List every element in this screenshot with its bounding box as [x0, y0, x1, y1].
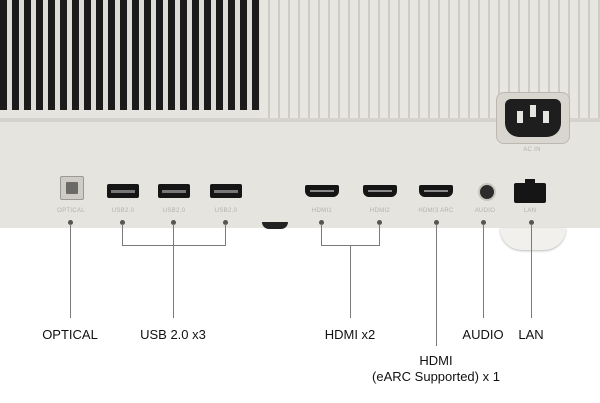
lan-port	[514, 179, 546, 203]
hdmi-callout: HDMI x2	[324, 327, 376, 342]
hdmi-leader-stem	[350, 245, 351, 318]
lan-leader-dot	[529, 220, 534, 225]
usb-leader-drop-2	[173, 224, 174, 246]
usb-port-1	[107, 184, 139, 198]
usb-port-3	[210, 184, 242, 198]
hdmi-port-1	[305, 185, 339, 197]
optical-leader-line	[70, 224, 71, 318]
hdmi-earc-callout-line1: HDMI	[419, 353, 453, 368]
ac-pin-center	[530, 105, 536, 117]
optical-port	[60, 176, 84, 200]
usb-callout: USB 2.0 x3	[140, 327, 206, 342]
lan-port-clip	[525, 179, 535, 184]
usb-leader-drop-1	[122, 224, 123, 246]
hdmi-port-2	[363, 185, 397, 197]
audio-leader-line	[483, 224, 484, 318]
usb-panel-label-1: USB2.0	[111, 208, 135, 214]
ac-pin-left	[517, 111, 523, 123]
hdmi-leader-drop-2	[379, 224, 380, 246]
hdmi-leader-drop-1	[321, 224, 322, 246]
panel-foot-dark	[262, 222, 288, 229]
optical-callout: OPTICAL	[42, 327, 98, 342]
optical-leader-dot	[68, 220, 73, 225]
lan-leader-line	[531, 224, 532, 318]
ac-socket-inner	[505, 99, 561, 137]
hdmi-panel-label-2: HDMI2	[369, 208, 391, 214]
projector-foot	[500, 228, 566, 250]
hdmi-panel-label-1: HDMI1	[311, 208, 333, 214]
vent-grille-dark	[0, 0, 260, 110]
usb-leader-stem	[173, 245, 174, 318]
ac-power-socket	[496, 92, 570, 144]
usb-panel-label-3: USB2.0	[214, 208, 238, 214]
ac-in-label: AC IN	[523, 147, 541, 153]
hdmi-port-3	[419, 185, 453, 197]
usb-leader-dot-1	[120, 220, 125, 225]
usb-panel-label-2: USB2.0	[162, 208, 186, 214]
ac-pin-right	[543, 111, 549, 123]
hdmi-panel-label-3: HDMI3 ARC	[418, 208, 454, 214]
usb-leader-dot-2	[171, 220, 176, 225]
optical-panel-label: OPTICAL	[57, 208, 85, 214]
lan-panel-label: LAN	[523, 208, 537, 214]
usb-leader-dot-3	[223, 220, 228, 225]
usb-leader-bracket	[122, 245, 226, 246]
audio-panel-label: AUDIO	[474, 208, 496, 214]
hdmi-leader-dot-2	[377, 220, 382, 225]
usb-leader-drop-3	[225, 224, 226, 246]
hdmi-earc-leader-line	[436, 224, 437, 346]
audio-leader-dot	[481, 220, 486, 225]
panel-seam	[0, 118, 600, 122]
audio-callout: AUDIO	[462, 327, 504, 342]
usb-port-2	[158, 184, 190, 198]
lan-callout: LAN	[518, 327, 544, 342]
audio-jack	[478, 183, 496, 201]
projector-rear-panel: AC IN OPTICAL USB2.0 USB2.0 USB2.0 HDMI1…	[0, 0, 600, 228]
hdmi-earc-leader-dot	[434, 220, 439, 225]
hdmi-leader-dot-1	[319, 220, 324, 225]
hdmi-earc-callout-line2: (eARC Supported) x 1	[372, 369, 500, 384]
optical-port-inner	[66, 182, 78, 194]
